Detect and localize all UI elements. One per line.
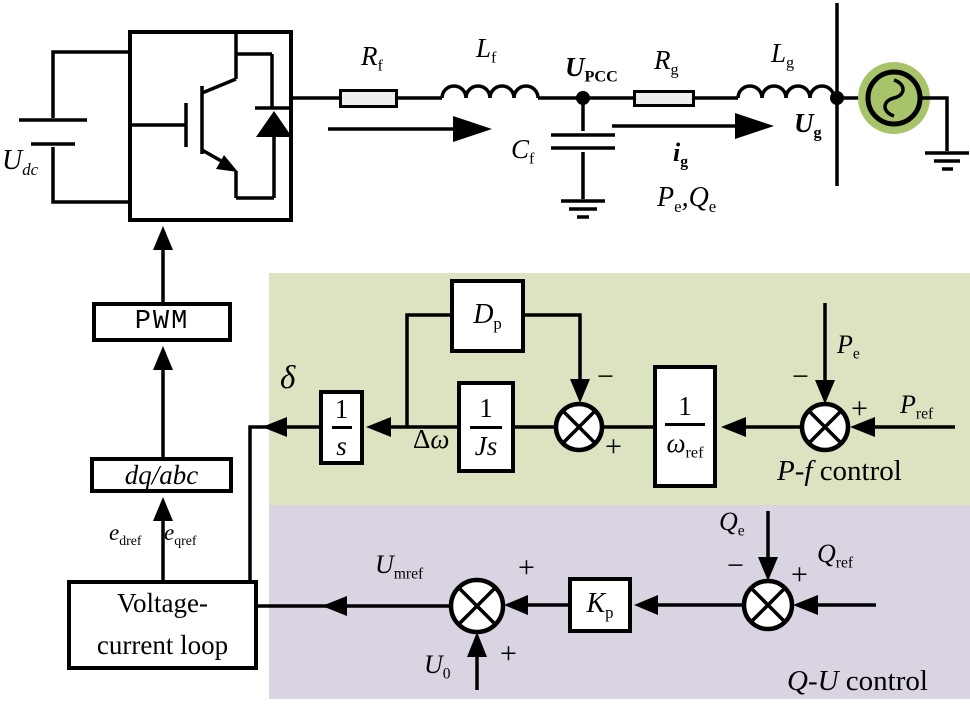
- udc-label: Udc: [2, 145, 39, 179]
- pe-input-label: Pe: [837, 330, 860, 363]
- umref-label: Umref: [375, 550, 424, 583]
- edref-label: edref: [109, 520, 142, 548]
- pf-sum-junction-outer: [799, 401, 851, 453]
- dq-abc-block: dq/abc: [90, 457, 233, 493]
- battery-icon: [19, 50, 130, 204]
- ground-icon: [925, 151, 969, 171]
- cf-capacitor-icon: [551, 98, 615, 219]
- lg-label: Lg: [771, 38, 795, 72]
- qu-sum-junction-inner: [448, 577, 506, 635]
- dp-minus-sign: −: [597, 360, 614, 393]
- ug-label: Ug: [794, 108, 822, 142]
- inverter-box: [128, 30, 293, 222]
- summing-junctions: [448, 401, 851, 635]
- power-flow-arrows: [328, 113, 774, 142]
- dp-block: Dp: [450, 279, 525, 353]
- pref-plus-sign: +: [851, 392, 868, 425]
- lf-label: Lf: [476, 33, 497, 67]
- igbt-icon: [130, 34, 292, 200]
- qref-input-label: Qref: [817, 539, 854, 572]
- voltage-current-loop-block: Voltage- current loop: [67, 580, 258, 670]
- kp-block: Kp: [568, 577, 632, 633]
- eqref-label: eqref: [164, 520, 197, 548]
- ac-line: [293, 3, 868, 186]
- pwm-block: PWM: [92, 302, 232, 342]
- pe-qe-label: Pe,Qe: [657, 182, 717, 216]
- rg-label: Rg: [654, 45, 679, 79]
- control-chain-arrows: [153, 226, 173, 580]
- qe-input-label: Qe: [719, 507, 745, 540]
- qe-minus-sign: −: [727, 549, 744, 582]
- kp-label: K: [586, 587, 606, 619]
- pf-control-panel: [269, 273, 970, 505]
- pwm-label: PWM: [134, 307, 190, 337]
- pf-control-title: P-f control: [777, 455, 902, 487]
- ac-source-icon: [858, 62, 969, 171]
- cf-label: Cf: [511, 134, 535, 168]
- ig-label: ig: [673, 138, 689, 171]
- delta-label: δ: [280, 360, 296, 396]
- lg-inductor-icon: [736, 84, 836, 99]
- pf-sum-junction-inner: [553, 401, 605, 453]
- pref-input-label: Pref: [900, 390, 934, 423]
- dp-label: D: [473, 298, 494, 330]
- pf-wiring: [248, 303, 955, 580]
- pe-minus-sign: −: [792, 360, 809, 393]
- upcc-label: UPCC: [565, 52, 618, 86]
- pf-inner-plus-sign: +: [605, 430, 622, 463]
- kp-plus-sign: +: [518, 551, 535, 584]
- rf-resistor: [339, 89, 398, 108]
- ground-icon: [561, 199, 605, 219]
- rf-label: Rf: [361, 41, 383, 75]
- u0-label: U0: [424, 650, 451, 683]
- delta-omega-label: Δω: [413, 424, 450, 454]
- vc-loop-label-line2: current loop: [96, 630, 229, 660]
- lf-inductor-icon: [440, 84, 540, 99]
- qu-sum-junction-outer: [741, 578, 795, 632]
- grid-node-dot: [830, 91, 844, 105]
- qu-control-title: Q-U control: [787, 665, 928, 697]
- u0-plus-sign: +: [500, 637, 517, 670]
- qref-plus-sign: +: [791, 558, 808, 591]
- vc-loop-label-line1: Voltage-: [117, 588, 208, 619]
- rg-resistor: [633, 90, 695, 107]
- dq-abc-label: dq/abc: [124, 459, 199, 490]
- qu-wiring: [258, 511, 876, 690]
